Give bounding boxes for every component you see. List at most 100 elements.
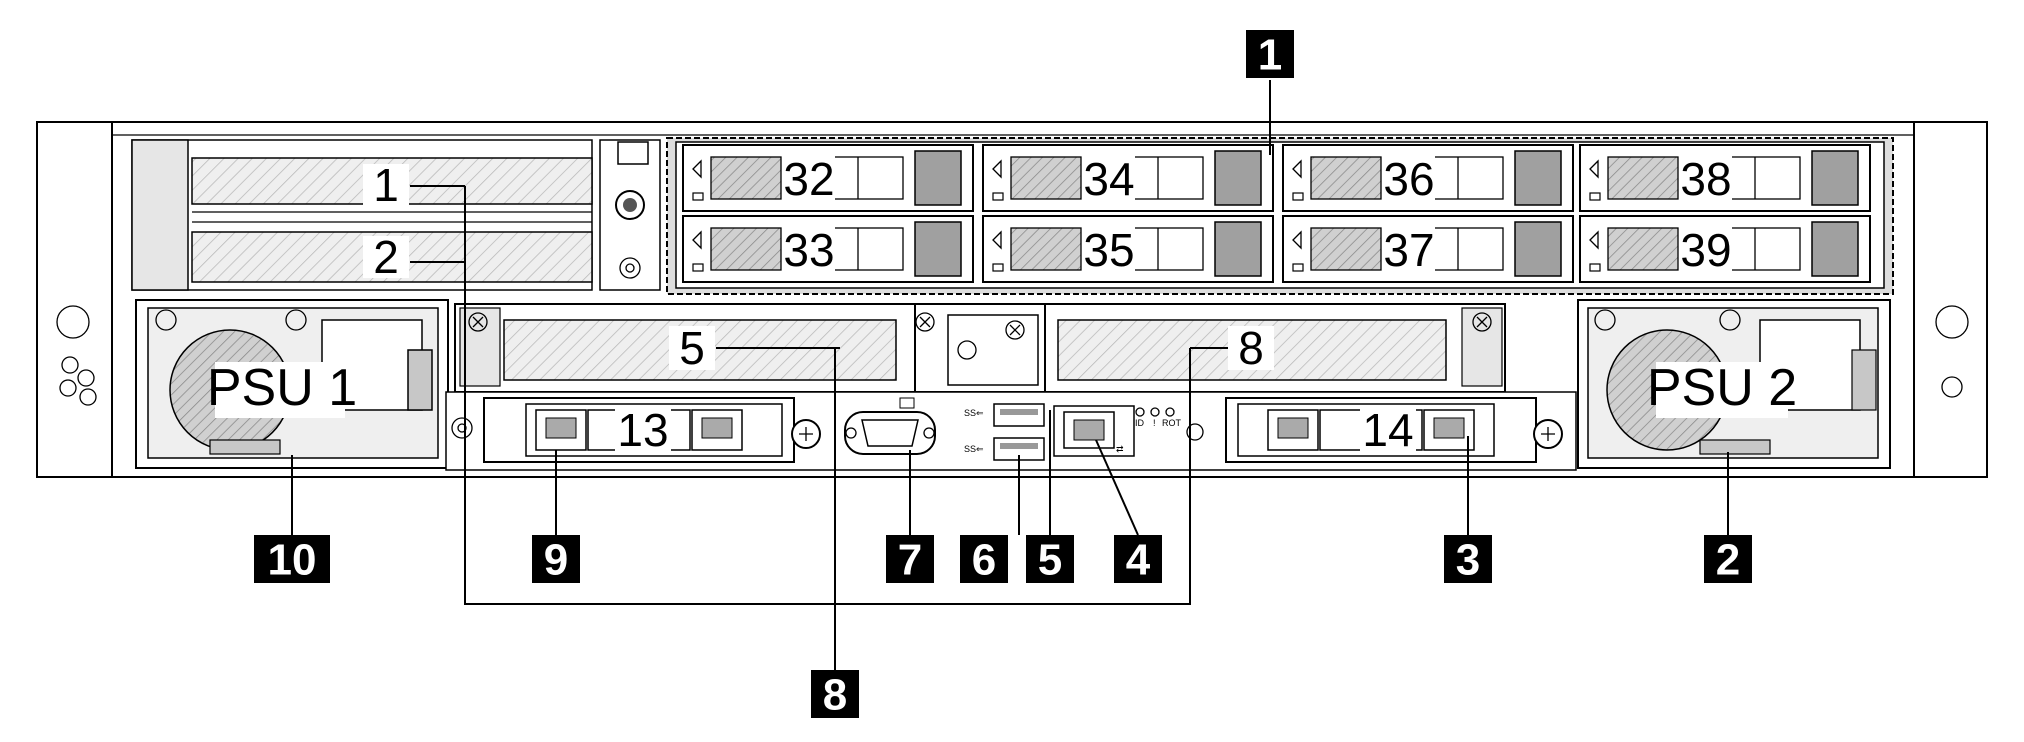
slot-label-2: 2 <box>373 231 399 283</box>
drive-led-icon <box>1292 263 1304 272</box>
drive-bay-label: 32 <box>783 153 834 205</box>
drive-bay-label: 39 <box>1680 224 1731 276</box>
vga-port <box>844 397 936 455</box>
led-label-error: ! <box>1153 418 1156 428</box>
release-latch-icon <box>692 159 702 179</box>
drive-handle <box>1811 150 1859 206</box>
callout-4: 4 <box>1114 535 1162 585</box>
drive-bay-label: 38 <box>1680 153 1731 205</box>
network-icon: ⇄ <box>1116 444 1124 454</box>
slot-label-5: 5 <box>679 322 705 374</box>
screw-hole-icon <box>619 257 641 279</box>
ocp-label-14: 14 <box>1362 404 1413 456</box>
riser-3-assembly: 8 <box>1044 303 1506 393</box>
drive-led-icon <box>992 263 1004 272</box>
release-latch-icon <box>692 230 702 250</box>
drive-bay[interactable]: 32 <box>682 144 974 212</box>
slot-label-8: 8 <box>1238 322 1264 374</box>
drive-bay[interactable]: 38 <box>1579 144 1871 212</box>
callout-leaders <box>291 80 1729 670</box>
ocp-module-14: 14 <box>1225 397 1563 463</box>
callout-number: 8 <box>823 671 847 720</box>
error-led-icon <box>1150 407 1160 417</box>
callout-number: 1 <box>1258 31 1282 80</box>
drive-bay[interactable]: 37 <box>1282 215 1574 283</box>
callout-number: 5 <box>1038 536 1062 585</box>
drive-bay-label: 34 <box>1083 153 1134 205</box>
drive-led-icon <box>992 192 1004 201</box>
fan-screw-icon <box>285 309 307 331</box>
drive-bay[interactable]: 35 <box>982 215 1274 283</box>
riser-2-assembly: 5 <box>454 303 916 393</box>
ocp-module-13: 13 <box>483 397 821 463</box>
led-label-id: ID <box>1135 418 1145 428</box>
release-latch-icon <box>1292 230 1302 250</box>
psu-handle <box>1851 349 1877 411</box>
drive-bays: 32 33 34 35 36 37 38 39 <box>682 144 1871 283</box>
ocp-label-13: 13 <box>617 404 668 456</box>
callout-number: 4 <box>1126 536 1151 585</box>
drive-bay-label: 35 <box>1083 224 1134 276</box>
callout-number: 9 <box>544 536 568 585</box>
drive-handle <box>1214 221 1262 277</box>
drive-bay[interactable]: 34 <box>982 144 1274 212</box>
drive-handle <box>1514 150 1562 206</box>
drive-handle <box>1214 150 1262 206</box>
psu-2: PSU 2 <box>1577 299 1891 469</box>
callout-8: 8 <box>811 670 859 720</box>
callout-10: 10 <box>254 535 330 585</box>
led-label-rot: ROT <box>1162 418 1182 428</box>
release-latch-icon <box>992 230 1002 250</box>
left-rack-ear <box>56 305 97 406</box>
riser-1-assembly: 1 2 <box>131 139 661 291</box>
callout-number: 2 <box>1716 536 1740 585</box>
rear-io-area: 13 SS⇐ SS⇐ ⇄ <box>445 391 1577 471</box>
callout-number: 6 <box>972 536 996 585</box>
fan-screw-icon <box>1719 309 1741 331</box>
callout-number: 10 <box>268 536 317 585</box>
drive-bay-label: 36 <box>1383 153 1434 205</box>
drive-bay-label: 33 <box>783 224 834 276</box>
drive-led-icon <box>692 263 704 272</box>
callout-number: 7 <box>898 536 922 585</box>
drive-led-icon <box>692 192 704 201</box>
rot-led-icon <box>1165 407 1175 417</box>
release-latch-icon <box>1292 159 1302 179</box>
drive-handle <box>1811 221 1859 277</box>
drive-bay[interactable]: 39 <box>1579 215 1871 283</box>
psu-1: PSU 1 <box>135 299 449 469</box>
center-bracket <box>914 303 1046 393</box>
fan-screw-icon <box>155 309 177 331</box>
callout-5: 5 <box>1026 535 1074 585</box>
drive-led-icon <box>1292 192 1304 201</box>
callout-2: 2 <box>1704 535 1752 585</box>
slot-label-1: 1 <box>373 159 399 211</box>
release-latch-icon <box>1589 159 1599 179</box>
drive-handle <box>1514 221 1562 277</box>
callout-6: 6 <box>960 535 1008 585</box>
drive-bay-label: 37 <box>1383 224 1434 276</box>
usb-label-1: SS⇐ <box>964 408 984 418</box>
screw-icon <box>1472 312 1492 332</box>
usb-ports: SS⇐ SS⇐ <box>964 403 1045 461</box>
drive-led-icon <box>1589 263 1601 272</box>
psu-label-2: PSU 2 <box>1647 359 1797 417</box>
release-latch-icon <box>992 159 1002 179</box>
drive-handle <box>914 150 962 206</box>
status-leds: ID ! ROT <box>1135 407 1182 428</box>
fan-screw-icon <box>1594 309 1616 331</box>
drive-handle <box>914 221 962 277</box>
callout-7: 7 <box>886 535 934 585</box>
right-rack-ear <box>1935 305 1969 398</box>
drive-bay[interactable]: 36 <box>1282 144 1574 212</box>
drive-bay[interactable]: 33 <box>682 215 974 283</box>
usb-label-2: SS⇐ <box>964 444 984 454</box>
psu-handle <box>407 349 433 411</box>
management-ethernet-port: ⇄ <box>1053 405 1135 457</box>
callout-9: 9 <box>532 535 580 585</box>
callout-1: 1 <box>1246 30 1294 80</box>
callout-number: 3 <box>1456 536 1480 585</box>
